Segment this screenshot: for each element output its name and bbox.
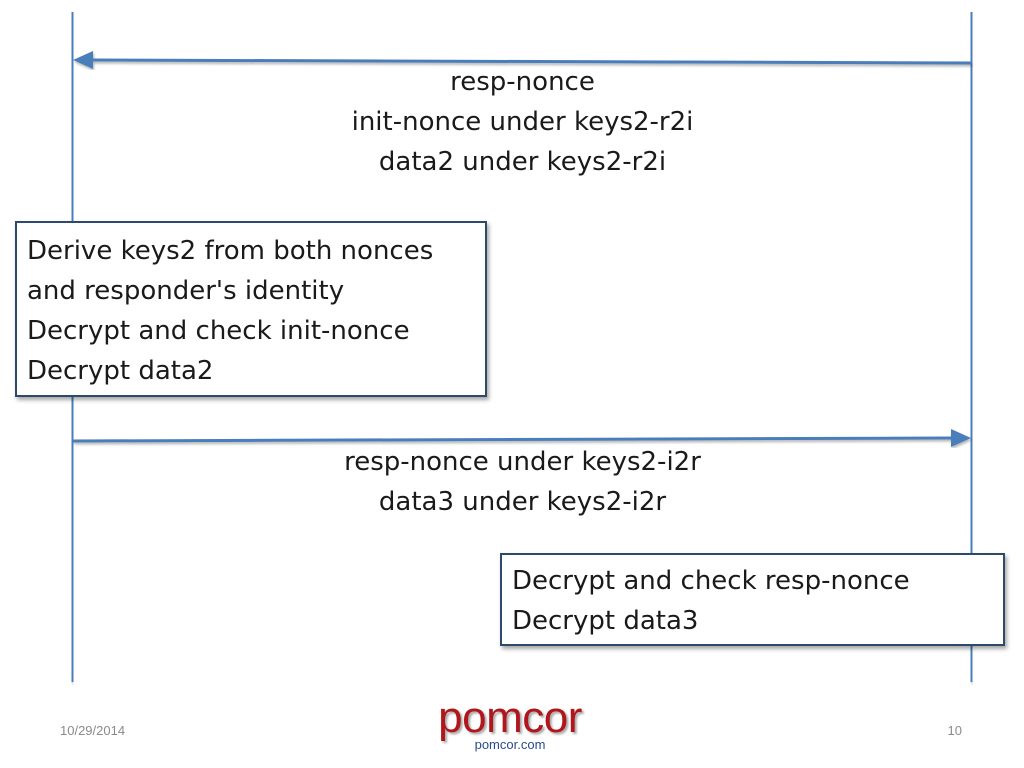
message-line: resp-nonce under keys2-i2r: [344, 447, 701, 477]
note-line: Decrypt data2: [27, 356, 214, 386]
message-arrow-r2i: [73, 51, 972, 69]
note-line: Decrypt and check init-nonce: [27, 316, 410, 346]
message-label-i2r: resp-nonce under keys2-i2r data3 under k…: [250, 442, 795, 522]
message-label-r2i: resp-nonce init-nonce under keys2-r2i da…: [250, 62, 795, 182]
logo-wordmark: pomcor: [438, 693, 582, 742]
message-line: resp-nonce: [450, 67, 595, 97]
note-line: Derive keys2 from both nonces: [27, 236, 434, 266]
note-line: Decrypt and check resp-nonce: [512, 566, 910, 596]
message-arrow-i2r: [72, 429, 971, 447]
note-line: and responder's identity: [27, 276, 345, 306]
message-line: init-nonce under keys2-r2i: [351, 107, 694, 137]
slide-page-number: 10: [947, 723, 962, 738]
slide-date: 10/29/2014: [60, 723, 126, 738]
message-line: data3 under keys2-i2r: [378, 487, 667, 517]
responder-processing-note: Decrypt and check resp-nonce Decrypt dat…: [500, 553, 1005, 646]
pomcor-logo: pomcor pomcor.com: [410, 696, 610, 752]
logo-url: pomcor.com: [474, 737, 546, 752]
initiator-processing-note: Derive keys2 from both nonces and respon…: [15, 221, 487, 397]
message-line: data2 under keys2-r2i: [378, 147, 667, 177]
note-line: Decrypt data3: [512, 606, 699, 636]
